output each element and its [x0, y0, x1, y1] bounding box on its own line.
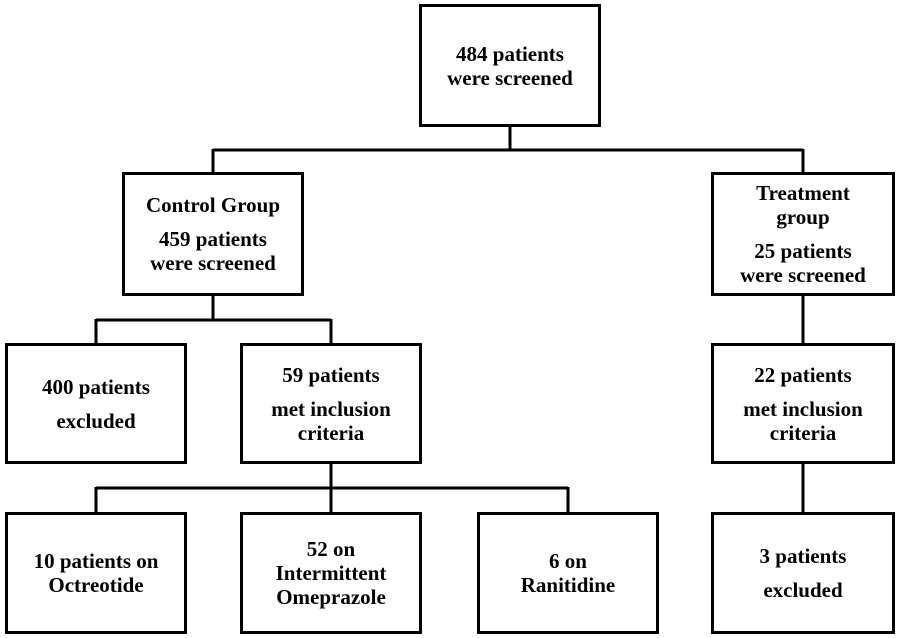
- control-group-box: Control Group 459 patients were screened: [122, 172, 304, 296]
- screened-total-label: were screened: [447, 65, 573, 90]
- ranitidine-box: 6 on Ranitidine: [477, 512, 659, 634]
- treatment-inclusion-label-2: criteria: [769, 420, 837, 445]
- control-inclusion-label-2: criteria: [297, 420, 365, 445]
- omeprazole-box: 52 on Intermittent Omeprazole: [240, 512, 422, 634]
- treatment-group-label: were screened: [740, 263, 866, 287]
- treatment-inclusion-count: 22 patients: [754, 362, 852, 387]
- control-group-label: were screened: [150, 251, 276, 275]
- treatment-excluded-label: excluded: [763, 578, 843, 602]
- treatment-group-title: Treatment: [756, 181, 850, 205]
- control-inclusion-box: 59 patients met inclusion criteria: [240, 343, 422, 464]
- screened-total-count: 484 patients: [456, 41, 564, 66]
- ranitidine-label: Ranitidine: [520, 573, 616, 597]
- treatment-excluded-box: 3 patients excluded: [711, 512, 895, 634]
- control-excluded-count: 400 patients: [42, 374, 150, 399]
- octreotide-box: 10 patients on Octreotide: [5, 512, 187, 634]
- screened-total-box: 484 patients were screened: [419, 4, 601, 127]
- control-group-title: Control Group: [146, 193, 280, 217]
- treatment-inclusion-label: met inclusion: [743, 396, 863, 421]
- control-group-count: 459 patients: [159, 227, 267, 251]
- treatment-group-title-2: group: [776, 205, 830, 229]
- control-inclusion-label: met inclusion: [271, 396, 391, 421]
- control-excluded-box: 400 patients excluded: [5, 343, 187, 464]
- treatment-group-box: Treatment group 25 patients were screene…: [711, 172, 895, 296]
- ranitidine-count: 6 on: [549, 549, 587, 573]
- control-excluded-label: excluded: [56, 408, 136, 433]
- treatment-inclusion-box: 22 patients met inclusion criteria: [711, 343, 895, 464]
- control-inclusion-count: 59 patients: [282, 362, 380, 387]
- octreotide-count: 10 patients on: [33, 549, 159, 573]
- omeprazole-count: 52 on: [306, 537, 356, 561]
- treatment-excluded-count: 3 patients: [759, 544, 847, 568]
- omeprazole-label-2: Omeprazole: [276, 585, 386, 609]
- omeprazole-label: Intermittent: [275, 561, 387, 585]
- octreotide-label: Octreotide: [48, 573, 144, 597]
- treatment-group-count: 25 patients: [754, 239, 852, 263]
